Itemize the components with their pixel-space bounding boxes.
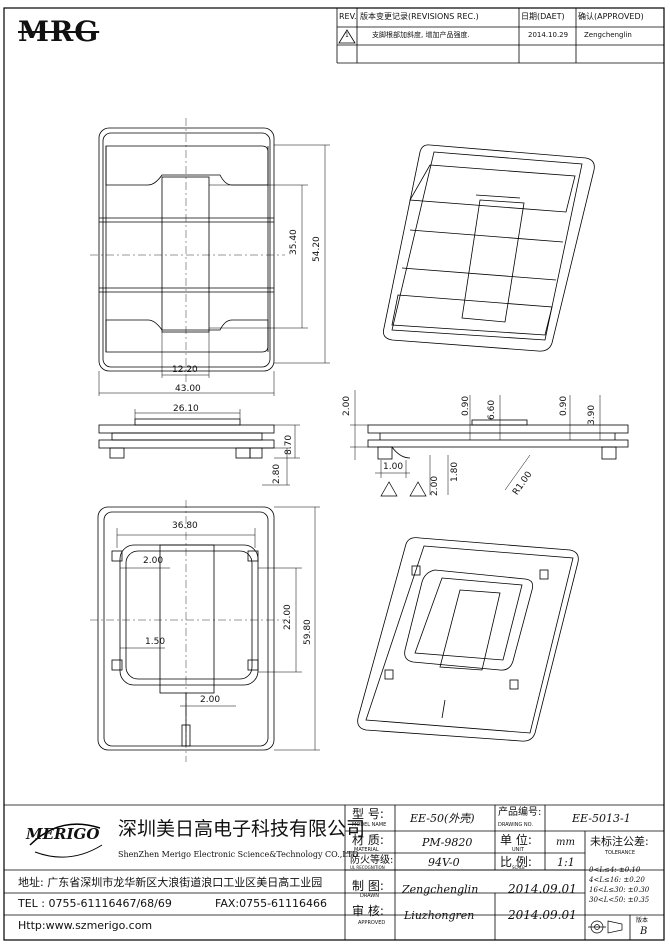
dim-2-00-c: 2.00 bbox=[143, 556, 164, 566]
scale-value: 1:1 bbox=[557, 856, 575, 869]
unit-value: mm bbox=[556, 837, 575, 848]
drawn-label: 制 图: bbox=[352, 879, 384, 893]
dim-0-90-b: 0.90 bbox=[559, 395, 569, 416]
rev-row-rev: 1 bbox=[345, 32, 349, 39]
dim-3-90-value: 3.90 bbox=[587, 404, 597, 425]
material-value: PM-9820 bbox=[422, 836, 473, 849]
scale-sublabel: SCALE bbox=[512, 865, 525, 870]
dim-6-60-value: 6.60 bbox=[487, 399, 497, 420]
company-tel: TEL : 0755-61116467/68/69 bbox=[18, 897, 172, 910]
dim-1-80-value: 1.80 bbox=[450, 461, 460, 482]
dim-2-00-b: 2.00 bbox=[430, 475, 440, 496]
dim-0-90-b-value: 0.90 bbox=[559, 395, 569, 416]
drawing-no-value: EE-5013-1 bbox=[572, 812, 631, 825]
brand-logo: MERIGO bbox=[26, 825, 100, 843]
dim-35-40: 35.40 bbox=[289, 229, 299, 255]
dim-8-70-value: 8.70 bbox=[284, 434, 294, 455]
approved-label: 审 核: bbox=[352, 904, 384, 918]
version-label: 版本 bbox=[636, 917, 649, 924]
dim-43-00: 43.00 bbox=[175, 384, 201, 394]
dim-26-10: 26.10 bbox=[173, 404, 199, 414]
drawn-sublabel: DRAWN bbox=[360, 893, 379, 899]
dim-59-80: 59.80 bbox=[303, 619, 313, 645]
company-address: 地址: 广东省深圳市龙华新区大浪街道浪口工业区美日高工业园 bbox=[18, 876, 323, 889]
dim-12-20: 12.20 bbox=[172, 365, 198, 375]
rev-header-date: 日期(DAET) bbox=[521, 12, 565, 21]
rev-header-description: 版本变更记录(REVISIONS REC.) bbox=[360, 12, 479, 21]
unit-sublabel: UNIT bbox=[512, 847, 524, 853]
dim-2-00-side: 2.00 bbox=[342, 395, 352, 416]
dim-22-00-value: 22.00 bbox=[283, 604, 293, 630]
dim-2-00-side-value: 2.00 bbox=[342, 395, 352, 416]
rev-header-rev: REV. bbox=[339, 12, 357, 21]
dim-59-80-value: 59.80 bbox=[303, 619, 313, 645]
dim-22-00: 22.00 bbox=[283, 604, 293, 630]
rev-header-approved: 确认(APPROVED) bbox=[578, 12, 644, 21]
drawing-no-sublabel: DRAWING NO. bbox=[498, 822, 533, 828]
drawn-date: 2014.09.01 bbox=[508, 882, 577, 896]
drawing-no-label: 产品编号: bbox=[498, 807, 542, 818]
dim-3-90: 3.90 bbox=[587, 404, 597, 425]
tolerance-row: 4<L≤16: ±0.20 bbox=[589, 876, 645, 884]
dim-0-90-a: 0.90 bbox=[461, 395, 471, 416]
dim-1-50: 1.50 bbox=[145, 637, 166, 647]
rev-row-approved: Zengchenglin bbox=[584, 31, 632, 39]
dim-2-00-b-value: 2.00 bbox=[430, 475, 440, 496]
dim-8-70: 8.70 bbox=[284, 434, 294, 455]
model-value: EE-50(外壳) bbox=[410, 812, 475, 825]
company-name-en: ShenZhen Merigo Electronic Science&Techn… bbox=[118, 850, 359, 859]
model-label: 型 号: bbox=[352, 807, 384, 821]
material-sublabel: MATERIAL bbox=[354, 847, 379, 853]
dim-35-40-value: 35.40 bbox=[289, 229, 299, 255]
dim-54-20: 54.20 bbox=[312, 236, 322, 262]
dim-2-00-d: 2.00 bbox=[200, 695, 221, 705]
tolerance-row: 0<L≤4: ±0.10 bbox=[589, 866, 641, 874]
drawn-name: Zengchenglin bbox=[402, 883, 479, 896]
approved-date: 2014.09.01 bbox=[508, 908, 577, 922]
section-view bbox=[367, 419, 629, 460]
logo: MRG bbox=[18, 15, 100, 48]
material-label: 材 质: bbox=[352, 833, 384, 847]
dim-2-80: 2.80 bbox=[272, 463, 282, 484]
unit-label: 单 位: bbox=[500, 833, 532, 847]
dim-54-20-value: 54.20 bbox=[312, 236, 322, 262]
dim-36-80: 36.80 bbox=[172, 521, 198, 531]
fire-value: 94V-0 bbox=[428, 856, 460, 869]
fire-label: 防火等级: bbox=[350, 855, 394, 866]
approved-sublabel: APPROVED bbox=[358, 920, 386, 926]
fire-sublabel: UL RECOGNITION bbox=[350, 865, 385, 870]
iso-view-top bbox=[382, 144, 595, 352]
dim-2-80-value: 2.80 bbox=[272, 463, 282, 484]
company-name-cn: 深圳美日高电子科技有限公司 bbox=[118, 818, 366, 840]
tolerance-row: 30<L<50: ±0.35 bbox=[589, 896, 650, 904]
dim-6-60: 6.60 bbox=[487, 399, 497, 420]
scale-label: 比 例: bbox=[500, 855, 532, 869]
rev-row-date: 2014.10.29 bbox=[528, 31, 569, 39]
tolerance-row: 16<L≤30: ±0.30 bbox=[589, 886, 650, 894]
model-sublabel: MODEL NAME bbox=[352, 822, 387, 828]
top-view bbox=[98, 127, 275, 372]
company-website: Http:www.szmerigo.com bbox=[18, 919, 153, 932]
iso-view-bottom bbox=[357, 537, 579, 742]
version-value: B bbox=[640, 926, 648, 937]
side-view bbox=[98, 418, 275, 459]
company-fax: FAX:0755-61116466 bbox=[215, 897, 328, 910]
tolerance-label: 未标注公差: bbox=[590, 835, 649, 848]
dim-1-80: 1.80 bbox=[450, 461, 460, 482]
dim-1-00: 1.00 bbox=[383, 462, 404, 472]
dim-0-90-a-value: 0.90 bbox=[461, 395, 471, 416]
rev-row-description: 支脚根部加斜度, 增加产品强度. bbox=[372, 31, 470, 39]
tolerance-sublabel: TOLERANCE bbox=[605, 850, 636, 856]
approved-name: Liuzhongren bbox=[404, 909, 475, 922]
